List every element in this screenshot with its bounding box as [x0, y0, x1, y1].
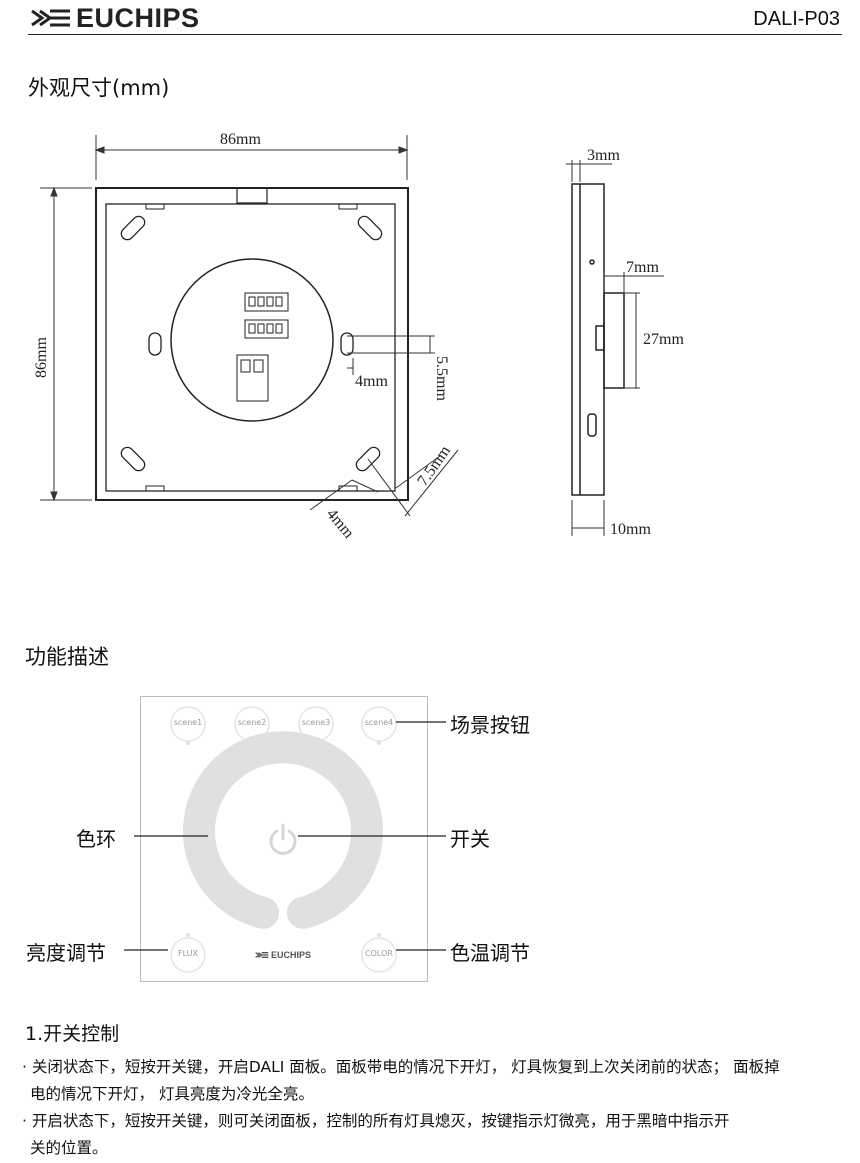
bullet-2-line-1: · 开启状态下，短按开关键，则可关闭面板，控制的所有灯具熄灭，按键指示灯微亮，用… [22, 1112, 730, 1130]
panel-brand-mark-icon [255, 952, 269, 958]
side-view-drawing: 3mm 7mm 27mm 10mm [566, 147, 684, 538]
section-title-switch-control: 1.开关控制 [25, 1023, 120, 1045]
header-divider [28, 34, 842, 35]
dim-height-label: 86mm [33, 337, 50, 378]
bullet-1-line-1: · 关闭状态下，短按开关键，开启DALI 面板。面板带电的情况下开灯， 灯具恢复… [22, 1058, 780, 1076]
dim-width-label: 86mm [220, 131, 261, 148]
brand-name: EUCHIPS [76, 2, 200, 33]
scene4-button[interactable]: scene4 [364, 718, 394, 727]
callout-color-temp: 色温调节 [450, 941, 530, 965]
color-button[interactable]: COLOR [365, 949, 393, 958]
scene1-button[interactable]: scene1 [173, 718, 203, 727]
callout-brightness: 亮度调节 [26, 941, 106, 965]
dim-hole-x-label: 4mm [355, 373, 388, 390]
brand-mark-icon [31, 9, 70, 27]
dim-side-depth-label: 10mm [610, 521, 651, 538]
brand-logo: EUCHIPS [30, 2, 200, 33]
panel-graphics [170, 706, 397, 973]
panel-brand-name: EUCHIPS [271, 950, 312, 960]
dim-side-module-label: 27mm [643, 331, 684, 348]
callout-scene-buttons: 场景按钮 [450, 713, 530, 737]
panel-brand: EUCHIPS [255, 950, 311, 960]
bullet-1-line-2: 电的情况下开灯， 灯具亮度为冷光全亮。 [30, 1085, 314, 1103]
model-number: DALI-P03 [753, 8, 840, 30]
scene3-button[interactable]: scene3 [301, 718, 331, 727]
dim-side-protrusion-label: 7mm [626, 259, 659, 276]
section-title-dimensions: 外观尺寸(mm) [28, 76, 170, 100]
callout-color-ring: 色环 [76, 827, 116, 851]
control-panel-illustration: scene1 scene2 scene3 scene4 FLUX COLOR E… [140, 696, 428, 982]
front-view-drawing: 86mm 86mm 4mm 5.5mm 7.5mm 4mm [33, 131, 459, 542]
dim-hole-y-label: 5.5mm [433, 356, 450, 401]
section-title-function: 功能描述 [25, 645, 109, 669]
dim-side-top-label: 3mm [587, 147, 620, 164]
scene2-button[interactable]: scene2 [237, 718, 267, 727]
bullet-2-line-2: 关的位置。 [30, 1139, 108, 1157]
callout-power-switch: 开关 [450, 827, 490, 851]
power-icon [269, 823, 297, 855]
flux-button[interactable]: FLUX [178, 949, 198, 958]
